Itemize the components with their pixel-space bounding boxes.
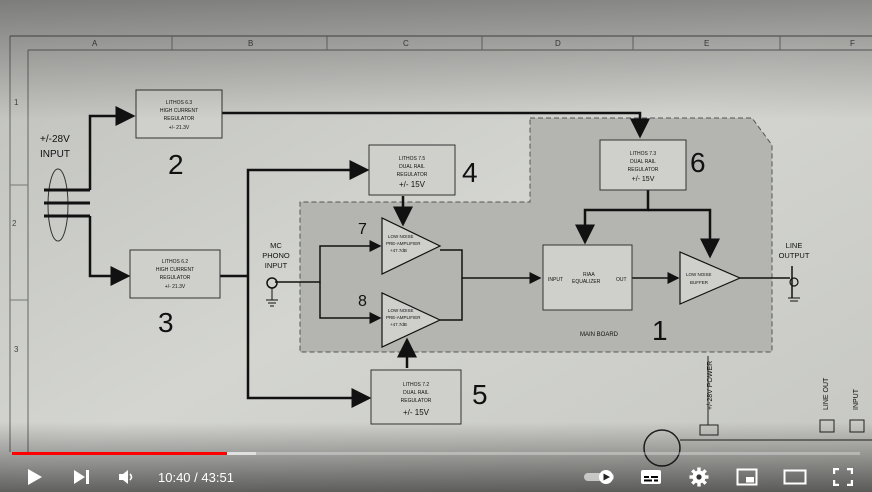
svg-text:LOW NOISE: LOW NOISE: [388, 234, 414, 239]
svg-text:BUFFER: BUFFER: [690, 280, 709, 285]
theater-icon: [783, 469, 807, 485]
regulator-block-2: LITHOS 6.3 HIGH CURRENT REGULATOR +/- 21…: [135, 89, 223, 180]
main-board-label: MAIN BOARD: [580, 332, 619, 338]
col-label-a: A: [92, 39, 98, 48]
svg-text:LOW NOISE: LOW NOISE: [686, 272, 712, 277]
autoplay-toggle-icon: [584, 470, 614, 484]
power-connector-label: +/-28V POWER: [707, 361, 714, 410]
svg-text:+47.7dB: +47.7dB: [390, 322, 407, 327]
next-icon: [74, 470, 89, 484]
miniplayer-button[interactable]: [732, 462, 762, 492]
svg-text:LITHOS 7.2: LITHOS 7.2: [403, 382, 430, 388]
regulator-block-5: LITHOS 7.2 DUAL RAIL REGULATOR +/- 15V 5: [370, 369, 488, 425]
gear-icon: [689, 467, 709, 487]
line-label: LINE: [786, 241, 803, 250]
svg-text:REGULATOR: REGULATOR: [164, 116, 195, 122]
line-output-label: OUTPUT: [779, 251, 810, 260]
svg-text:REGULATOR: REGULATOR: [628, 167, 659, 173]
block-number-2: 2: [168, 149, 184, 180]
play-button[interactable]: [20, 462, 50, 492]
input-label: INPUT: [40, 149, 70, 160]
svg-text:+/- 21.3V: +/- 21.3V: [165, 284, 186, 290]
main-board-number: 1: [652, 315, 668, 346]
col-label-c: C: [403, 39, 409, 48]
svg-text:INPUT: INPUT: [548, 277, 563, 283]
fullscreen-icon: [833, 468, 853, 486]
row-label-1: 1: [14, 98, 19, 107]
svg-text:RIAA: RIAA: [583, 272, 595, 278]
regulator-block-4: LITHOS 7.5 DUAL RAIL REGULATOR +/- 15V 4: [368, 144, 478, 196]
regulator-block-6: LITHOS 7.3 DUAL RAIL REGULATOR +/- 15V 6: [599, 139, 706, 191]
volume-button[interactable]: [114, 462, 140, 492]
svg-text:REGULATOR: REGULATOR: [401, 398, 432, 404]
svg-text:HIGH CURRENT: HIGH CURRENT: [156, 267, 194, 273]
svg-text:LITHOS 7.5: LITHOS 7.5: [399, 156, 426, 162]
time-display: 10:40 / 43:51: [158, 470, 234, 485]
riaa-equalizer: RIAA EQUALIZER INPUT OUT: [542, 244, 633, 311]
svg-text:+/- 15V: +/- 15V: [403, 408, 430, 417]
svg-text:8: 8: [358, 293, 367, 310]
volume-icon: [119, 470, 133, 484]
subtitles-button[interactable]: [636, 462, 666, 492]
svg-text:PRE-AMPLIFIER: PRE-AMPLIFIER: [386, 241, 421, 246]
current-time: 10:40: [158, 470, 191, 485]
miniplayer-icon: [736, 468, 758, 486]
svg-text:+/- 21.3V: +/- 21.3V: [169, 125, 190, 131]
svg-text:+/- 15V: +/- 15V: [632, 176, 655, 183]
col-label-d: D: [555, 39, 561, 48]
block-number-3: 3: [158, 307, 174, 338]
svg-text:DUAL RAIL: DUAL RAIL: [630, 159, 656, 165]
duration: 43:51: [201, 470, 234, 485]
col-label-e: E: [704, 39, 709, 48]
svg-text:LITHOS 6.3: LITHOS 6.3: [166, 100, 193, 106]
fullscreen-button[interactable]: [828, 462, 858, 492]
subtitles-icon: [641, 470, 661, 484]
svg-text:DUAL RAIL: DUAL RAIL: [403, 390, 429, 396]
settings-button[interactable]: [684, 462, 714, 492]
block-number-6: 6: [690, 147, 706, 178]
preamp-7: LOW NOISE PRE-AMPLIFIER +47.7dB 7: [358, 217, 442, 275]
input-connector-label: INPUT: [853, 388, 860, 410]
input-connector: [47, 168, 69, 242]
control-bar: [0, 462, 872, 492]
time-separator: /: [190, 470, 202, 485]
svg-text:OUT: OUT: [616, 277, 627, 283]
svg-text:DUAL RAIL: DUAL RAIL: [399, 164, 425, 170]
svg-text:7: 7: [358, 221, 367, 238]
row-label-3: 3: [14, 345, 19, 354]
regulator-block-3: LITHOS 6.2 HIGH CURRENT REGULATOR +/- 21…: [129, 249, 221, 338]
svg-text:REGULATOR: REGULATOR: [397, 172, 428, 178]
progress-played: [12, 452, 227, 455]
col-label-b: B: [248, 39, 253, 48]
svg-text:LOW NOISE: LOW NOISE: [388, 308, 414, 313]
mc-input-label: INPUT: [265, 261, 288, 270]
svg-text:+/- 15V: +/- 15V: [399, 180, 426, 189]
play-icon: [28, 469, 42, 485]
mc-phono-label: PHONO: [262, 251, 290, 260]
block-number-5: 5: [472, 379, 488, 410]
block-number-4: 4: [462, 157, 478, 188]
svg-text:+47.7dB: +47.7dB: [390, 248, 407, 253]
input-voltage-label: +/-28V: [40, 134, 70, 145]
output-buffer: LOW NOISE BUFFER: [679, 251, 742, 305]
svg-text:LITHOS 7.3: LITHOS 7.3: [630, 151, 657, 157]
svg-text:REGULATOR: REGULATOR: [160, 275, 191, 281]
next-button[interactable]: [68, 462, 96, 492]
svg-text:HIGH CURRENT: HIGH CURRENT: [160, 108, 198, 114]
autoplay-toggle[interactable]: [582, 462, 618, 492]
svg-text:PRE-AMPLIFIER: PRE-AMPLIFIER: [386, 315, 421, 320]
mc-label: MC: [270, 241, 282, 250]
col-label-f: F: [850, 39, 855, 48]
line-out-connector-label: LINE OUT: [823, 377, 830, 410]
svg-text:EQUALIZER: EQUALIZER: [572, 279, 601, 285]
row-label-2: 2: [12, 219, 17, 228]
theater-button[interactable]: [780, 462, 810, 492]
progress-bar[interactable]: [12, 452, 860, 455]
svg-text:LITHOS 6.2: LITHOS 6.2: [162, 259, 189, 265]
preamp-8: LOW NOISE PRE-AMPLIFIER +47.7dB 8: [358, 292, 442, 348]
